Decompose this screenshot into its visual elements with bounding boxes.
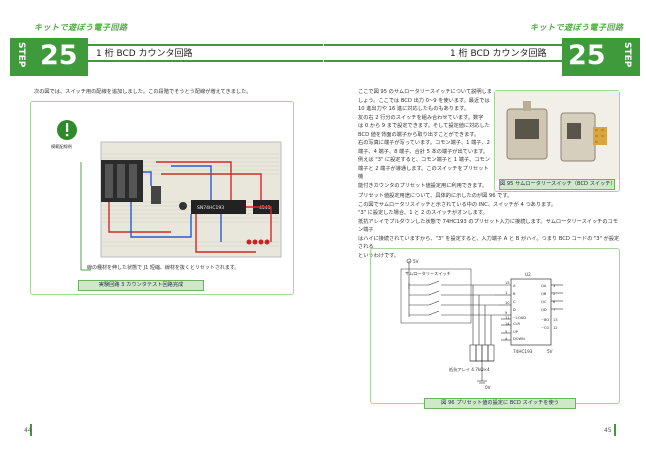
step-badge-left: STEP 25 <box>10 38 88 76</box>
svg-text:QA: QA <box>541 284 547 288</box>
svg-text:DOWN: DOWN <box>513 337 525 341</box>
svg-text:12: 12 <box>553 326 558 330</box>
svg-text:6: 6 <box>553 300 556 304</box>
figure-caption-left: 実験回路 3 カウンタテスト回路完成 <box>78 280 204 291</box>
svg-text:9: 9 <box>505 311 508 315</box>
supply-label: 5V <box>547 349 553 354</box>
brand-header-right: キットで遊ぼう電子回路 <box>530 23 624 32</box>
svg-text:QD: QD <box>541 308 547 312</box>
rotary-switch-photo <box>495 91 619 179</box>
svg-text:A: A <box>513 284 516 288</box>
page-number-left: 44 <box>24 427 32 434</box>
svg-text:QC: QC <box>541 300 547 304</box>
svg-text:~LOAD: ~LOAD <box>513 316 526 320</box>
chip2-label: 4543 <box>259 205 271 211</box>
step-word: STEP <box>16 42 26 68</box>
breadboard-illustration: SN74HC193 4543 <box>57 120 282 271</box>
ic-name: U2 <box>525 272 531 277</box>
svg-text:7: 7 <box>553 308 555 312</box>
svg-text:14: 14 <box>505 322 510 326</box>
svg-text:10: 10 <box>505 301 510 305</box>
step-number-right: 25 <box>568 40 606 71</box>
svg-text:CLR: CLR <box>513 322 521 326</box>
breadboard-figure-panel: SN74HC193 4543 模範配線例 線の種材を伸した状態で J1 短縮、線… <box>30 101 294 295</box>
svg-text:UP: UP <box>513 330 519 334</box>
warning-label: 模範配線例 <box>51 144 72 149</box>
svg-text:15: 15 <box>505 281 510 285</box>
svg-text:11: 11 <box>505 316 510 320</box>
body-paragraph-1: ここで図 95 のサムロータリースイッチについて説明しましょう。ここでは BCD… <box>358 89 492 189</box>
svg-text:QB: QB <box>541 292 547 296</box>
page-title-right: 1 桁 BCD カウンタ回路 <box>450 49 547 59</box>
vcc-label: 5V <box>413 259 419 264</box>
photo-caption-left: 線の種材を伸した状態で J1 短縮、線材を抜くとリセットされます。 <box>87 265 240 271</box>
switch-photo-panel: 図 95 サムロータリースイッチ（BCD スイッチ） <box>494 90 620 192</box>
step-word-right: STEP <box>622 42 632 68</box>
svg-text:1: 1 <box>505 291 507 295</box>
page-number-right: 45 <box>604 427 612 434</box>
gnd-label: 0V <box>485 385 491 390</box>
page-marker-left <box>30 424 32 436</box>
switch-label: サムロータリースイッチ <box>405 270 451 277</box>
intro-text-left: 次の図では、スイッチ用の配線を追加しました。この段階でそうとう配線が増えてきまし… <box>34 89 252 95</box>
resistor-label: 抵抗アレイ 4.7kΩ×4 <box>449 366 490 373</box>
svg-text:D: D <box>513 308 516 312</box>
figure-caption-right: 図 96 プリセット値の設定に BCD スイッチを使う <box>424 398 576 409</box>
brand-header-left: キットで遊ぼう電子回路 <box>34 23 128 32</box>
svg-text:C: C <box>513 300 516 304</box>
svg-text:13: 13 <box>553 318 558 322</box>
ic-part: 74HC193 <box>513 349 533 354</box>
preset-schematic: 5V サムロータリースイッチ U2 74HC193 5V A B C D ~LO… <box>400 258 563 390</box>
svg-text:3: 3 <box>553 284 555 288</box>
title-bar-right <box>324 44 564 62</box>
schematic-panel: 5V サムロータリースイッチ U2 74HC193 5V A B C D ~LO… <box>370 248 620 404</box>
svg-text:2: 2 <box>553 292 555 296</box>
photo-caption-right: 図 95 サムロータリースイッチ（BCD スイッチ） <box>499 179 616 190</box>
step-badge-right: 25 STEP <box>562 38 640 76</box>
chip1-label: SN74HC193 <box>197 205 224 211</box>
page-marker-right <box>614 424 616 436</box>
step-number: 25 <box>40 40 78 71</box>
svg-text:B: B <box>513 292 516 296</box>
body-paragraph-2: プリセット値設定用途について、具体的に示したのが図 96 です。この図でサムロー… <box>358 193 620 259</box>
svg-text:~CO: ~CO <box>541 326 550 330</box>
svg-text:~BO: ~BO <box>541 318 549 322</box>
svg-text:5: 5 <box>505 330 507 334</box>
title-bar-left <box>88 44 323 62</box>
svg-text:4: 4 <box>505 337 508 341</box>
page-title-left: 1 桁 BCD カウンタ回路 <box>96 49 193 59</box>
